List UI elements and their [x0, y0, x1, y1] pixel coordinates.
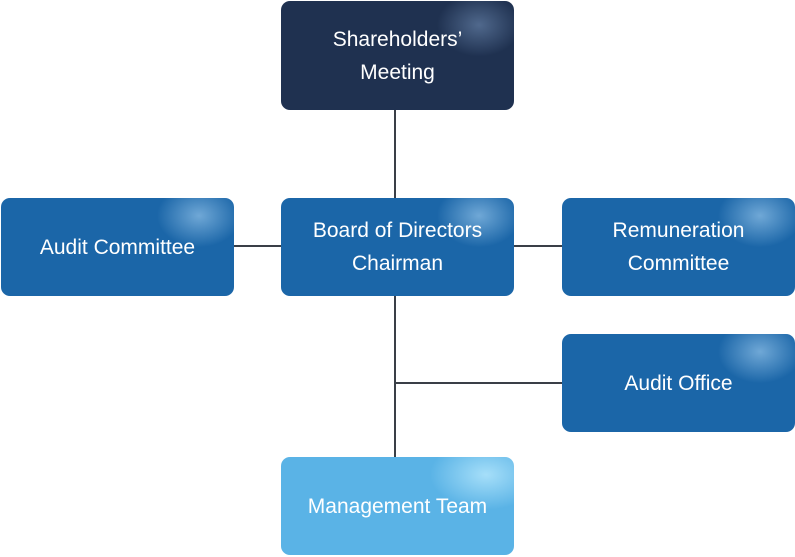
node-remuneration-committee: Remuneration Committee	[562, 198, 795, 296]
connector-board-remuneration	[513, 245, 562, 247]
node-remuneration-line2: Committee	[627, 252, 730, 275]
node-audit-committee-label: Audit Committee	[39, 235, 196, 259]
node-audit-committee: Audit Committee	[1, 198, 234, 296]
node-board-line1: Board of Directors	[312, 219, 483, 242]
node-shareholders-meeting: Shareholders’ Meeting	[281, 1, 514, 110]
node-shareholders-line1: Shareholders’	[332, 27, 463, 51]
connector-audit-committee-board	[233, 245, 282, 247]
node-remuneration-line1: Remuneration	[612, 219, 745, 242]
node-board-of-directors: Board of Directors Chairman	[281, 198, 514, 296]
connector-audit-office	[395, 382, 562, 384]
node-audit-office-label: Audit Office	[624, 371, 733, 395]
node-board-line2: Chairman	[351, 252, 444, 275]
node-management-label: Management Team	[307, 494, 488, 518]
connector-board-management	[394, 295, 396, 459]
node-shareholders-line2: Meeting	[360, 60, 435, 84]
node-management-team: Management Team	[281, 457, 514, 555]
node-audit-office: Audit Office	[562, 334, 795, 432]
connector-shareholders-board	[394, 109, 396, 199]
